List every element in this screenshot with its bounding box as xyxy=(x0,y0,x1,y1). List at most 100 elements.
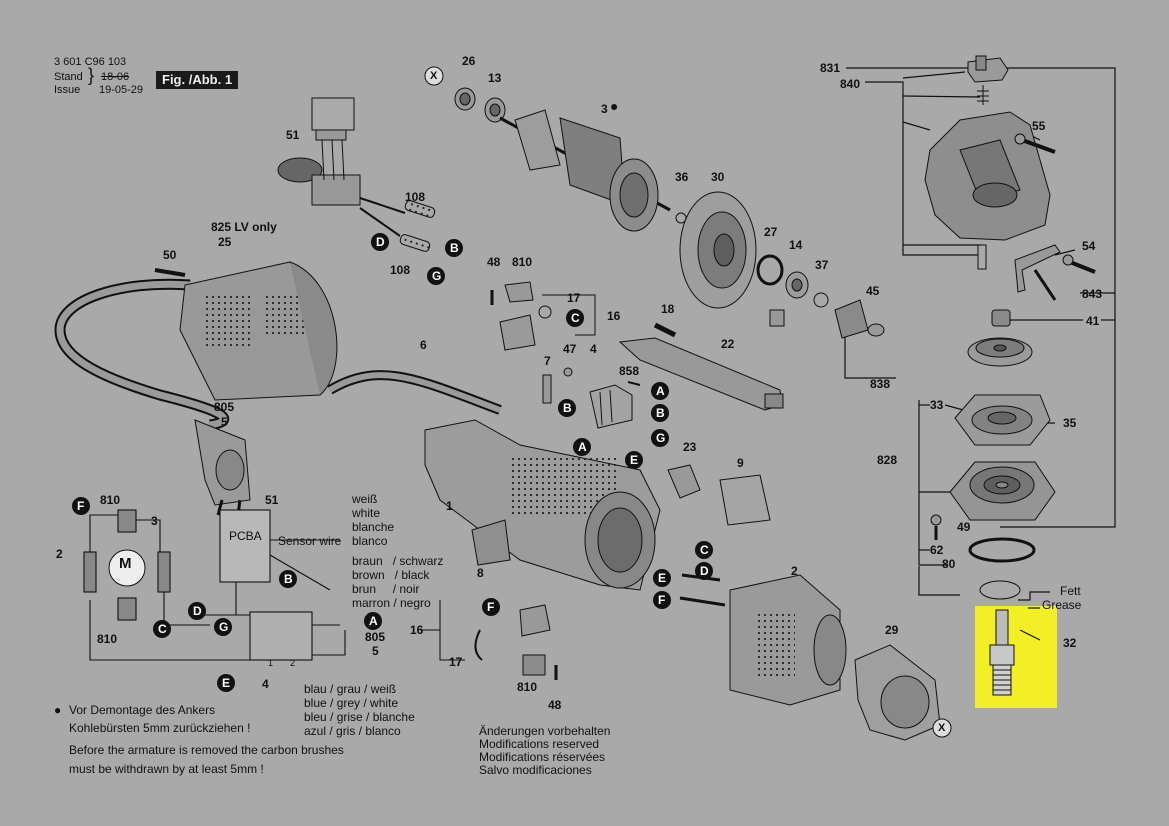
callout-54: 54 xyxy=(1082,239,1096,253)
callout-37: 37 xyxy=(815,258,829,272)
callout-14: 14 xyxy=(789,238,803,252)
part-62-o-ring xyxy=(968,537,1036,563)
part-bearing-block xyxy=(769,309,785,327)
callout-62: 62 xyxy=(930,543,944,557)
part-843-spring-lever xyxy=(1014,244,1096,301)
part-41-nut xyxy=(991,309,1011,327)
motor-label: M xyxy=(119,555,132,572)
modifications-de: Änderungen vorbehalten xyxy=(479,724,611,738)
marker-g: G xyxy=(656,431,666,445)
color-white-fr: blanche xyxy=(352,520,395,534)
part-32-spindle xyxy=(989,609,1015,696)
bullet-note-marker: ● xyxy=(610,98,619,114)
marker-b: B xyxy=(656,406,665,420)
callout-51-top: 51 xyxy=(286,128,300,142)
part-33-35-bearing-flange xyxy=(954,394,1051,446)
part-4-switch xyxy=(589,384,633,429)
wiring-callout-810-top: 810 xyxy=(100,493,121,507)
callout-5-top: 5 xyxy=(221,415,228,429)
part-26-13-bearings xyxy=(454,87,506,123)
callout-27: 27 xyxy=(764,225,778,239)
callout-22: 22 xyxy=(721,337,735,351)
callout-17-top: 17 xyxy=(567,291,581,305)
part-16-brush-holder-top xyxy=(499,281,596,351)
callout-45: 45 xyxy=(866,284,880,298)
callout-16-bottom: 16 xyxy=(410,623,424,637)
part-55-screw xyxy=(1014,133,1056,154)
marker-c: C xyxy=(158,622,167,636)
callout-35: 35 xyxy=(1063,416,1077,430)
callout-838: 838 xyxy=(870,377,891,391)
marker-g: G xyxy=(219,620,229,634)
callout-18: 18 xyxy=(661,302,675,316)
color-white-es: blanco xyxy=(352,534,388,548)
wiring-callout-5: 5 xyxy=(372,644,379,658)
marker-a: A xyxy=(578,440,587,454)
callout-825-lv-only: 825 LV only xyxy=(211,220,277,234)
part-25-rear-cap xyxy=(179,261,338,401)
marker-a: A xyxy=(369,614,378,628)
color-white-de: weiß xyxy=(352,492,378,506)
color-brown-black-fr: brun / noir xyxy=(352,582,420,596)
callout-55: 55 xyxy=(1032,119,1046,133)
callout-805-top: 805 xyxy=(214,400,235,414)
callout-29: 29 xyxy=(885,623,899,637)
callout-30: 30 xyxy=(711,170,725,184)
wiring-callout-4: 4 xyxy=(262,677,269,691)
pcba-label: PCBA xyxy=(229,529,262,543)
callout-47: 47 xyxy=(563,342,577,356)
wiring-callout-805: 805 xyxy=(365,630,386,644)
marker-b: B xyxy=(284,572,293,586)
color-blue-grey-white-en: blue / grey / white xyxy=(304,696,399,710)
issue-label: Issue xyxy=(54,84,81,96)
wiring-callout-2: 2 xyxy=(56,547,63,561)
callout-50: 50 xyxy=(163,248,177,262)
marker-x-bottom: X xyxy=(938,722,946,734)
old-date: 18-06 xyxy=(101,71,130,83)
marker-e: E xyxy=(222,676,231,690)
marker-d: D xyxy=(193,604,202,618)
switch-contact-1: 1 xyxy=(268,658,274,668)
part-838-crown-gear xyxy=(967,337,1033,367)
callout-17-bottom: 17 xyxy=(449,655,463,669)
new-date: 19-05-29 xyxy=(99,84,144,96)
callout-36: 36 xyxy=(675,170,689,184)
note-bullet: ● xyxy=(54,703,62,717)
marker-x-top: X xyxy=(430,70,438,82)
part-18-22-switch-slide xyxy=(618,322,784,411)
part-6-power-cord xyxy=(54,278,502,431)
wiring-callout-810-bottom: 810 xyxy=(97,632,118,646)
color-brown-black-en: brown / black xyxy=(352,568,430,582)
part-9-plate xyxy=(719,474,771,526)
part-14-bearing xyxy=(785,271,809,299)
part-32-highlight xyxy=(975,606,1057,708)
marker-e: E xyxy=(658,571,667,585)
sensor-wire-label: Sensor wire xyxy=(278,534,342,548)
marker-f: F xyxy=(487,600,495,614)
callout-858: 858 xyxy=(619,364,640,378)
callout-9: 9 xyxy=(737,456,744,470)
note-en-line1: Before the armature is removed the carbo… xyxy=(69,743,344,757)
part-108-carbon-brushes xyxy=(399,200,436,252)
wiring-callout-51: 51 xyxy=(265,493,279,507)
callout-828: 828 xyxy=(877,453,898,467)
part-37-washer xyxy=(813,292,829,308)
motor-symbol xyxy=(108,549,146,587)
part-1-motor-housing xyxy=(424,419,661,591)
part-number: 3 601 C96 103 xyxy=(54,56,127,68)
callout-25: 25 xyxy=(218,235,232,249)
callout-831: 831 xyxy=(820,61,841,75)
marker-f: F xyxy=(77,499,85,513)
callout-13: 13 xyxy=(488,71,502,85)
wiring-schematic xyxy=(83,509,346,661)
color-blue-grey-white-fr: bleu / grise / blanche xyxy=(304,710,415,724)
callout-48-bottom: 48 xyxy=(548,698,562,712)
marker-d: D xyxy=(376,235,385,249)
callout-810-top: 810 xyxy=(512,255,533,269)
part-49-screw xyxy=(930,514,942,540)
part-840-lock-button xyxy=(967,55,1009,105)
callout-108-top: 108 xyxy=(405,190,426,204)
part-5-plug xyxy=(194,419,251,516)
callout-32: 32 xyxy=(1063,636,1077,650)
